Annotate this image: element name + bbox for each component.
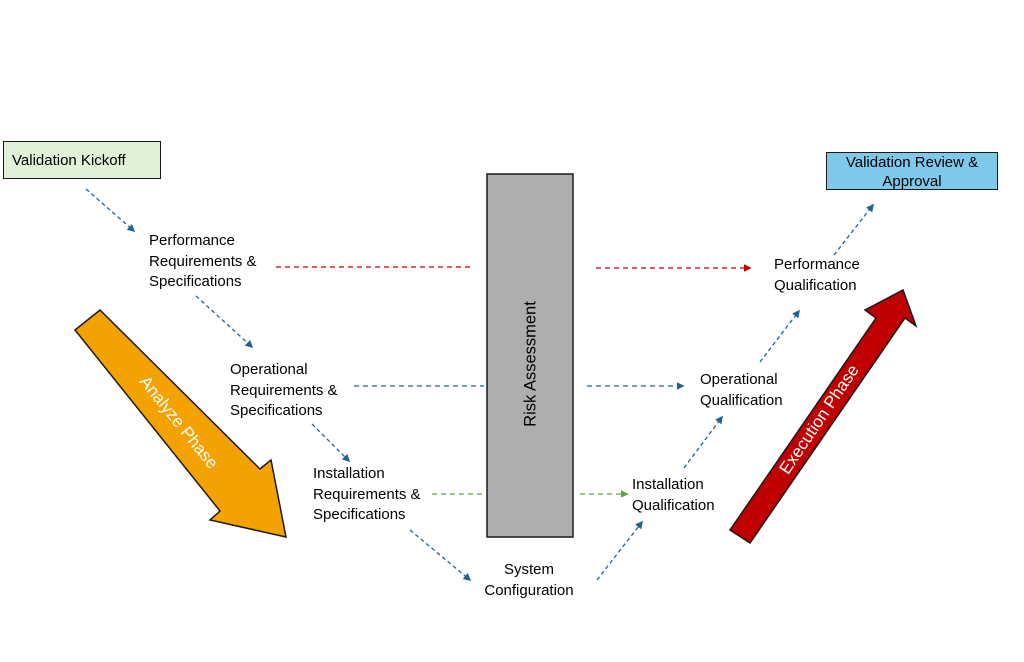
label-line: Installation [313,465,385,482]
operational-requirements-label: Operational Requirements & Specification… [230,360,338,422]
execution-phase-label: Execution Phase [776,361,863,477]
flow-kickoff-to-perf-req [85,188,136,233]
risk-assessment-bar: Risk Assessment [486,173,574,538]
analyze-phase-arrow: Analyze Phase [73,308,287,538]
system-configuration-label: System Configuration [474,560,584,601]
label-line: Performance [774,256,860,273]
validation-review-box: Validation Review & Approval [826,152,998,190]
label-line: Installation [632,476,704,493]
flow-perf-qual-to-review [833,203,874,256]
label-line: Requirements & [230,381,338,399]
flow-oper-qual-to-perf-qual [759,309,800,363]
label-line: Performance [149,232,235,249]
flow-oper-req-to-inst-req [311,423,351,463]
label-line: Requirements & [149,252,257,270]
label-line: System [503,561,554,578]
installation-qualification-label: Installation Qualification [632,475,715,516]
operational-qualification-label: Operational Qualification [700,370,783,411]
flow-inst-qual-to-oper-qual [683,415,723,469]
performance-qualification-label: Performance Qualification [774,255,860,296]
execution-phase-arrow: Execution Phase [728,288,918,545]
installation-requirements-label: Installation Requirements & Specificatio… [313,464,421,526]
performance-requirements-label: Performance Requirements & Specification… [149,231,257,293]
risk-assessment-label: Risk Assessment [521,301,539,427]
flow-perf-req-to-oper-req [195,295,254,349]
label-line: Requirements & [313,485,421,503]
label-line: Configuration [484,581,574,599]
flow-inst-req-to-system-config [409,529,472,581]
label-line: Qualification [774,276,857,294]
validation-review-label-line1: Validation Review & [845,154,979,171]
label-line: Specifications [230,402,323,419]
validation-review-label-line2: Approval [882,173,942,190]
label-line: Qualification [700,391,783,409]
label-line: Operational [700,371,778,388]
label-line: Specifications [149,273,242,290]
validation-kickoff-label: Validation Kickoff [12,152,126,169]
label-line: Qualification [632,496,715,514]
label-line: Specifications [313,506,406,523]
label-line: Operational [230,361,308,378]
validation-kickoff-box: Validation Kickoff [3,141,161,179]
flow-system-config-to-inst-qual [596,520,643,581]
